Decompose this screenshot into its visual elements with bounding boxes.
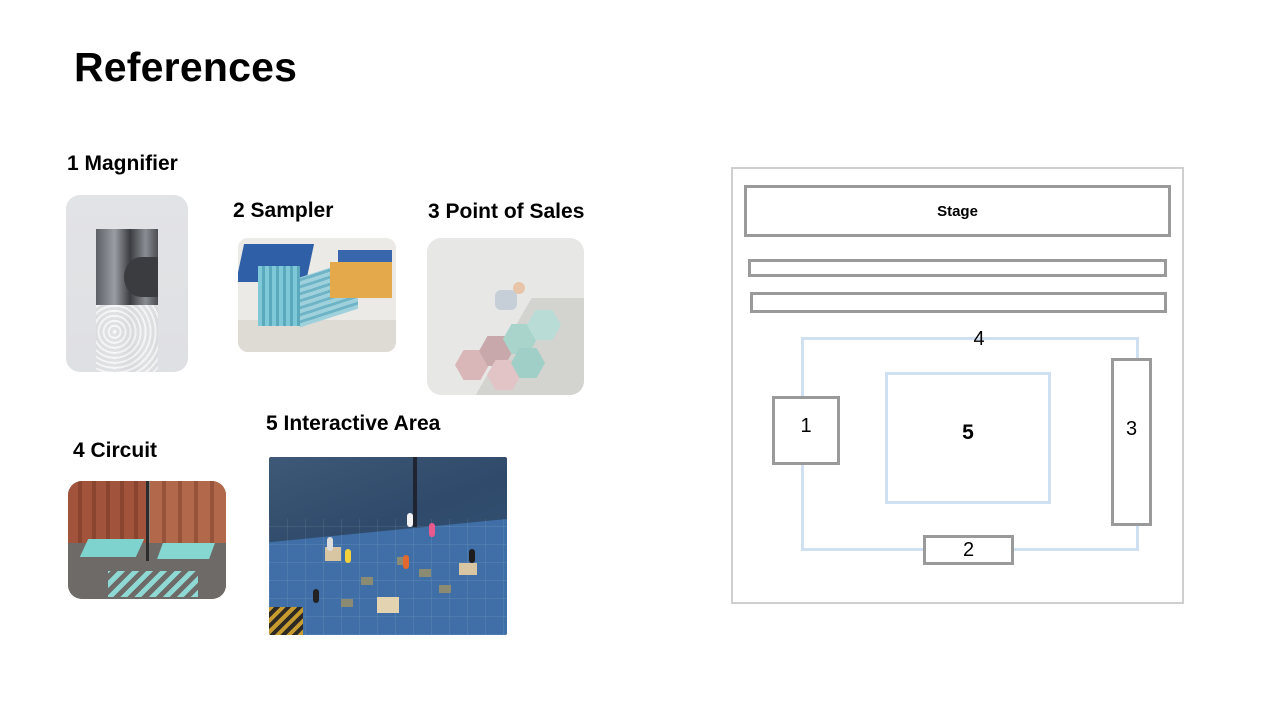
- interactive-mast: [413, 457, 417, 527]
- seating-row: [748, 259, 1167, 277]
- reference-label-interactive-area: 5 Interactive Area: [266, 412, 441, 435]
- zone-2-label: 2: [962, 539, 975, 561]
- interactive-area-photo: [269, 457, 507, 635]
- magnifier-terrazzo-base: [96, 305, 158, 372]
- interactive-person: [345, 549, 351, 563]
- circuit-striped-path: [108, 571, 198, 597]
- interactive-person: [313, 589, 319, 603]
- stage-box: Stage: [744, 185, 1171, 237]
- zone-1-label: 1: [800, 415, 812, 437]
- sampler-blue-rail: [338, 250, 392, 262]
- interactive-tile: [361, 577, 373, 585]
- sampler-cyan-slats: [258, 266, 300, 326]
- pos-child-head: [513, 282, 525, 294]
- magnifier-photo: [66, 195, 188, 372]
- zone-1-box: 1: [772, 396, 840, 465]
- zone-3-box: 3: [1111, 358, 1152, 526]
- interactive-block: [377, 597, 399, 613]
- reference-label-point-of-sales: 3 Point of Sales: [428, 200, 585, 223]
- point-of-sales-photo: [427, 238, 584, 395]
- zone-5-label: 5: [962, 421, 974, 444]
- interactive-tile: [439, 585, 451, 593]
- interactive-hazard-stripe: [269, 607, 303, 635]
- sampler-yellow-bench: [330, 262, 392, 298]
- interactive-person: [403, 555, 409, 569]
- pos-hex-block: [527, 310, 561, 340]
- circuit-photo: [68, 481, 226, 599]
- pos-hex-block: [511, 348, 545, 378]
- reference-label-circuit: 4 Circuit: [73, 439, 158, 462]
- interactive-block: [459, 563, 477, 575]
- circuit-turquoise-bench: [79, 539, 145, 557]
- interactive-tile: [419, 569, 431, 577]
- slide-title: References: [74, 44, 298, 90]
- sampler-photo: [238, 238, 396, 352]
- pos-child-figure: [495, 290, 517, 310]
- interactive-tile: [341, 599, 353, 607]
- seating-row: [750, 292, 1167, 313]
- zone-4-label: 4: [973, 328, 985, 350]
- interactive-person: [429, 523, 435, 537]
- reference-label-sampler: 2 Sampler: [233, 199, 334, 222]
- circuit-divider: [146, 481, 149, 561]
- stage-label: Stage: [937, 203, 978, 220]
- zone-3-label: 3: [1125, 418, 1138, 440]
- circuit-brick-building: [150, 481, 226, 551]
- circuit-turquoise-bench: [157, 543, 215, 559]
- interactive-zone-outline: 5: [885, 372, 1051, 504]
- interactive-person: [469, 549, 475, 563]
- reference-label-magnifier: 1 Magnifier: [67, 152, 178, 175]
- interactive-person: [327, 537, 333, 551]
- interactive-person: [407, 513, 413, 527]
- zone-2-box: 2: [923, 535, 1014, 565]
- floor-plan: Stage 4 5 1 3 2: [731, 167, 1184, 604]
- magnifier-knob-shape: [124, 257, 158, 297]
- interactive-deck-grid: [269, 519, 507, 635]
